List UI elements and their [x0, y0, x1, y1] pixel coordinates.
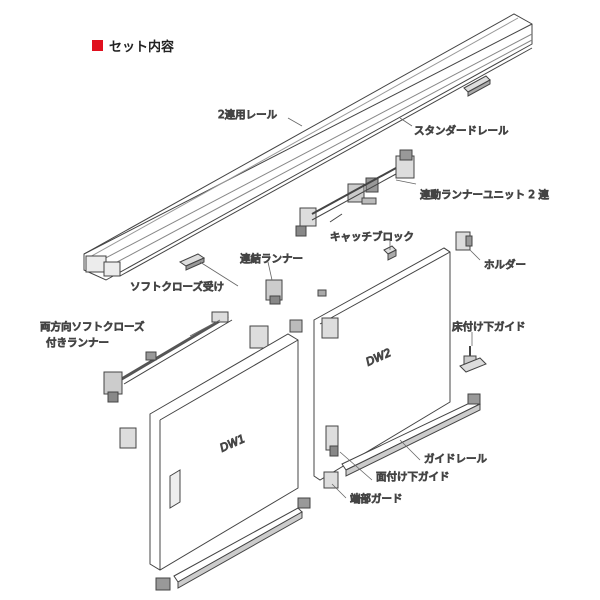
label-standard-rail: スタンダードレール [414, 124, 509, 137]
end-guards [297, 471, 339, 509]
door-dw2: DW2 [313, 247, 451, 481]
softclose-catch [178, 253, 206, 271]
guide-rail [341, 393, 481, 477]
label-softclose-runner-1: 両方向ソフトクローズ [40, 320, 144, 333]
label-catch-block: キャッチブロック [330, 230, 414, 243]
rail-stopper [463, 75, 491, 97]
label-double-rail: 2連用レール [218, 108, 277, 121]
label-floor-guide: 床付け下ガイド [452, 320, 526, 333]
runner-unit [295, 149, 415, 237]
label-softclose-runner-2: 付きランナー [46, 336, 109, 349]
header-title: セット内容 [109, 40, 175, 55]
double-rail [83, 13, 533, 281]
label-guide-rail: ガイドレール [424, 453, 487, 465]
door-dw1: DW1 [149, 333, 299, 571]
leader-lines [189, 117, 481, 499]
label-runner-unit: 連動ランナーユニット 2 連 [420, 188, 549, 201]
label-connect-runner: 連結ランナー [240, 252, 303, 265]
bottom-guide-rail [155, 507, 303, 591]
label-face-guide: 面付け下ガイド [376, 470, 450, 483]
softclose-runner [103, 311, 233, 403]
label-holder: ホルダー [484, 258, 526, 271]
face-guide [325, 425, 339, 457]
connect-runner [265, 279, 327, 305]
red-square-icon [92, 40, 103, 51]
door-fittings [119, 317, 339, 449]
holder [455, 231, 473, 251]
label-softclose-catch: ソフトクローズ受け [130, 280, 224, 293]
set-contents-header: セット内容 [92, 36, 174, 55]
label-end-guard: 端部ガード [350, 492, 403, 505]
floor-guide [459, 346, 487, 373]
